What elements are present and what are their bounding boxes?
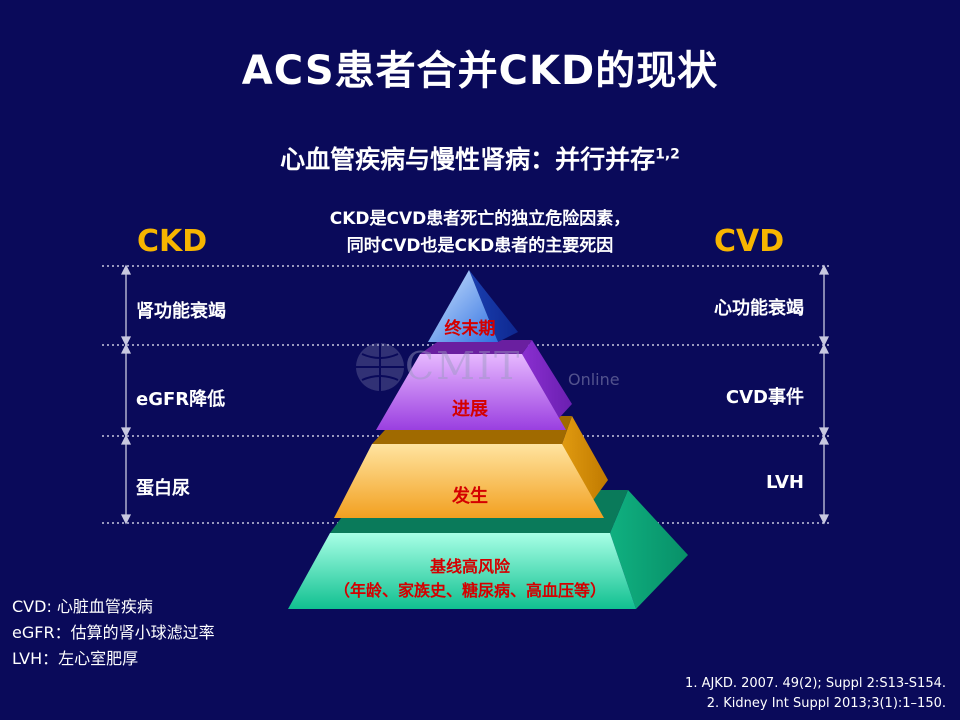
tier-2-label: 进展	[452, 399, 488, 420]
subtitle-text: 心血管疾病与慢性肾病：并行并存	[280, 145, 656, 174]
pyramid-tier-1	[428, 270, 518, 342]
ckd-stage-2: eGFR降低	[136, 389, 226, 410]
left-arrows	[120, 264, 132, 525]
tier-4-label: 基线高风险	[429, 557, 510, 576]
reference-2: 2. Kidney Int Suppl 2013;3(1):1–150.	[706, 696, 946, 711]
tier-4-sublabel: （年龄、家族史、糖尿病、高血压等）	[333, 581, 606, 600]
tier-1-label: 终末期	[444, 319, 496, 339]
watermark-text: CMIT	[405, 344, 522, 388]
slide-title: ACS患者合并CKD的现状	[241, 48, 719, 94]
watermark-subtext: Online	[568, 370, 620, 389]
key-note-line-1: CKD是CVD患者死亡的独立危险因素，	[329, 209, 631, 229]
pyramid-tier-2	[376, 340, 572, 430]
key-note: CKD是CVD患者死亡的独立危险因素， 同时CVD也是CKD患者的主要死因	[280, 206, 680, 260]
cvd-stage-3: LVH	[766, 472, 804, 493]
ckd-stage-3: 蛋白尿	[136, 478, 190, 499]
watermark-globe-icon	[356, 343, 404, 391]
reference-1: 1. AJKD. 2007. 49(2); Suppl 2:S13-S154.	[685, 676, 946, 691]
tier-3-label: 发生	[452, 486, 488, 507]
ckd-header: CKD	[137, 224, 208, 259]
key-note-line-2: 同时CVD也是CKD患者的主要死因	[346, 236, 614, 256]
pyramid-tier-4	[288, 490, 688, 609]
cvd-header: CVD	[714, 224, 785, 259]
cvd-stage-2: CVD事件	[725, 387, 804, 408]
abbreviation-lvh: LVH：左心室肥厚	[12, 649, 139, 668]
subtitle-citation: 1,2	[655, 146, 680, 163]
slide-subtitle: 心血管疾病与慢性肾病：并行并存1,2	[0, 140, 960, 176]
abbreviation-cvd: CVD: 心脏血管疾病	[12, 597, 153, 616]
abbreviation-egfr: eGFR：估算的肾小球滤过率	[12, 623, 215, 642]
right-arrows	[818, 264, 830, 525]
ckd-stage-1: 肾功能衰竭	[136, 301, 226, 322]
cvd-stage-1: 心功能衰竭	[714, 298, 804, 319]
